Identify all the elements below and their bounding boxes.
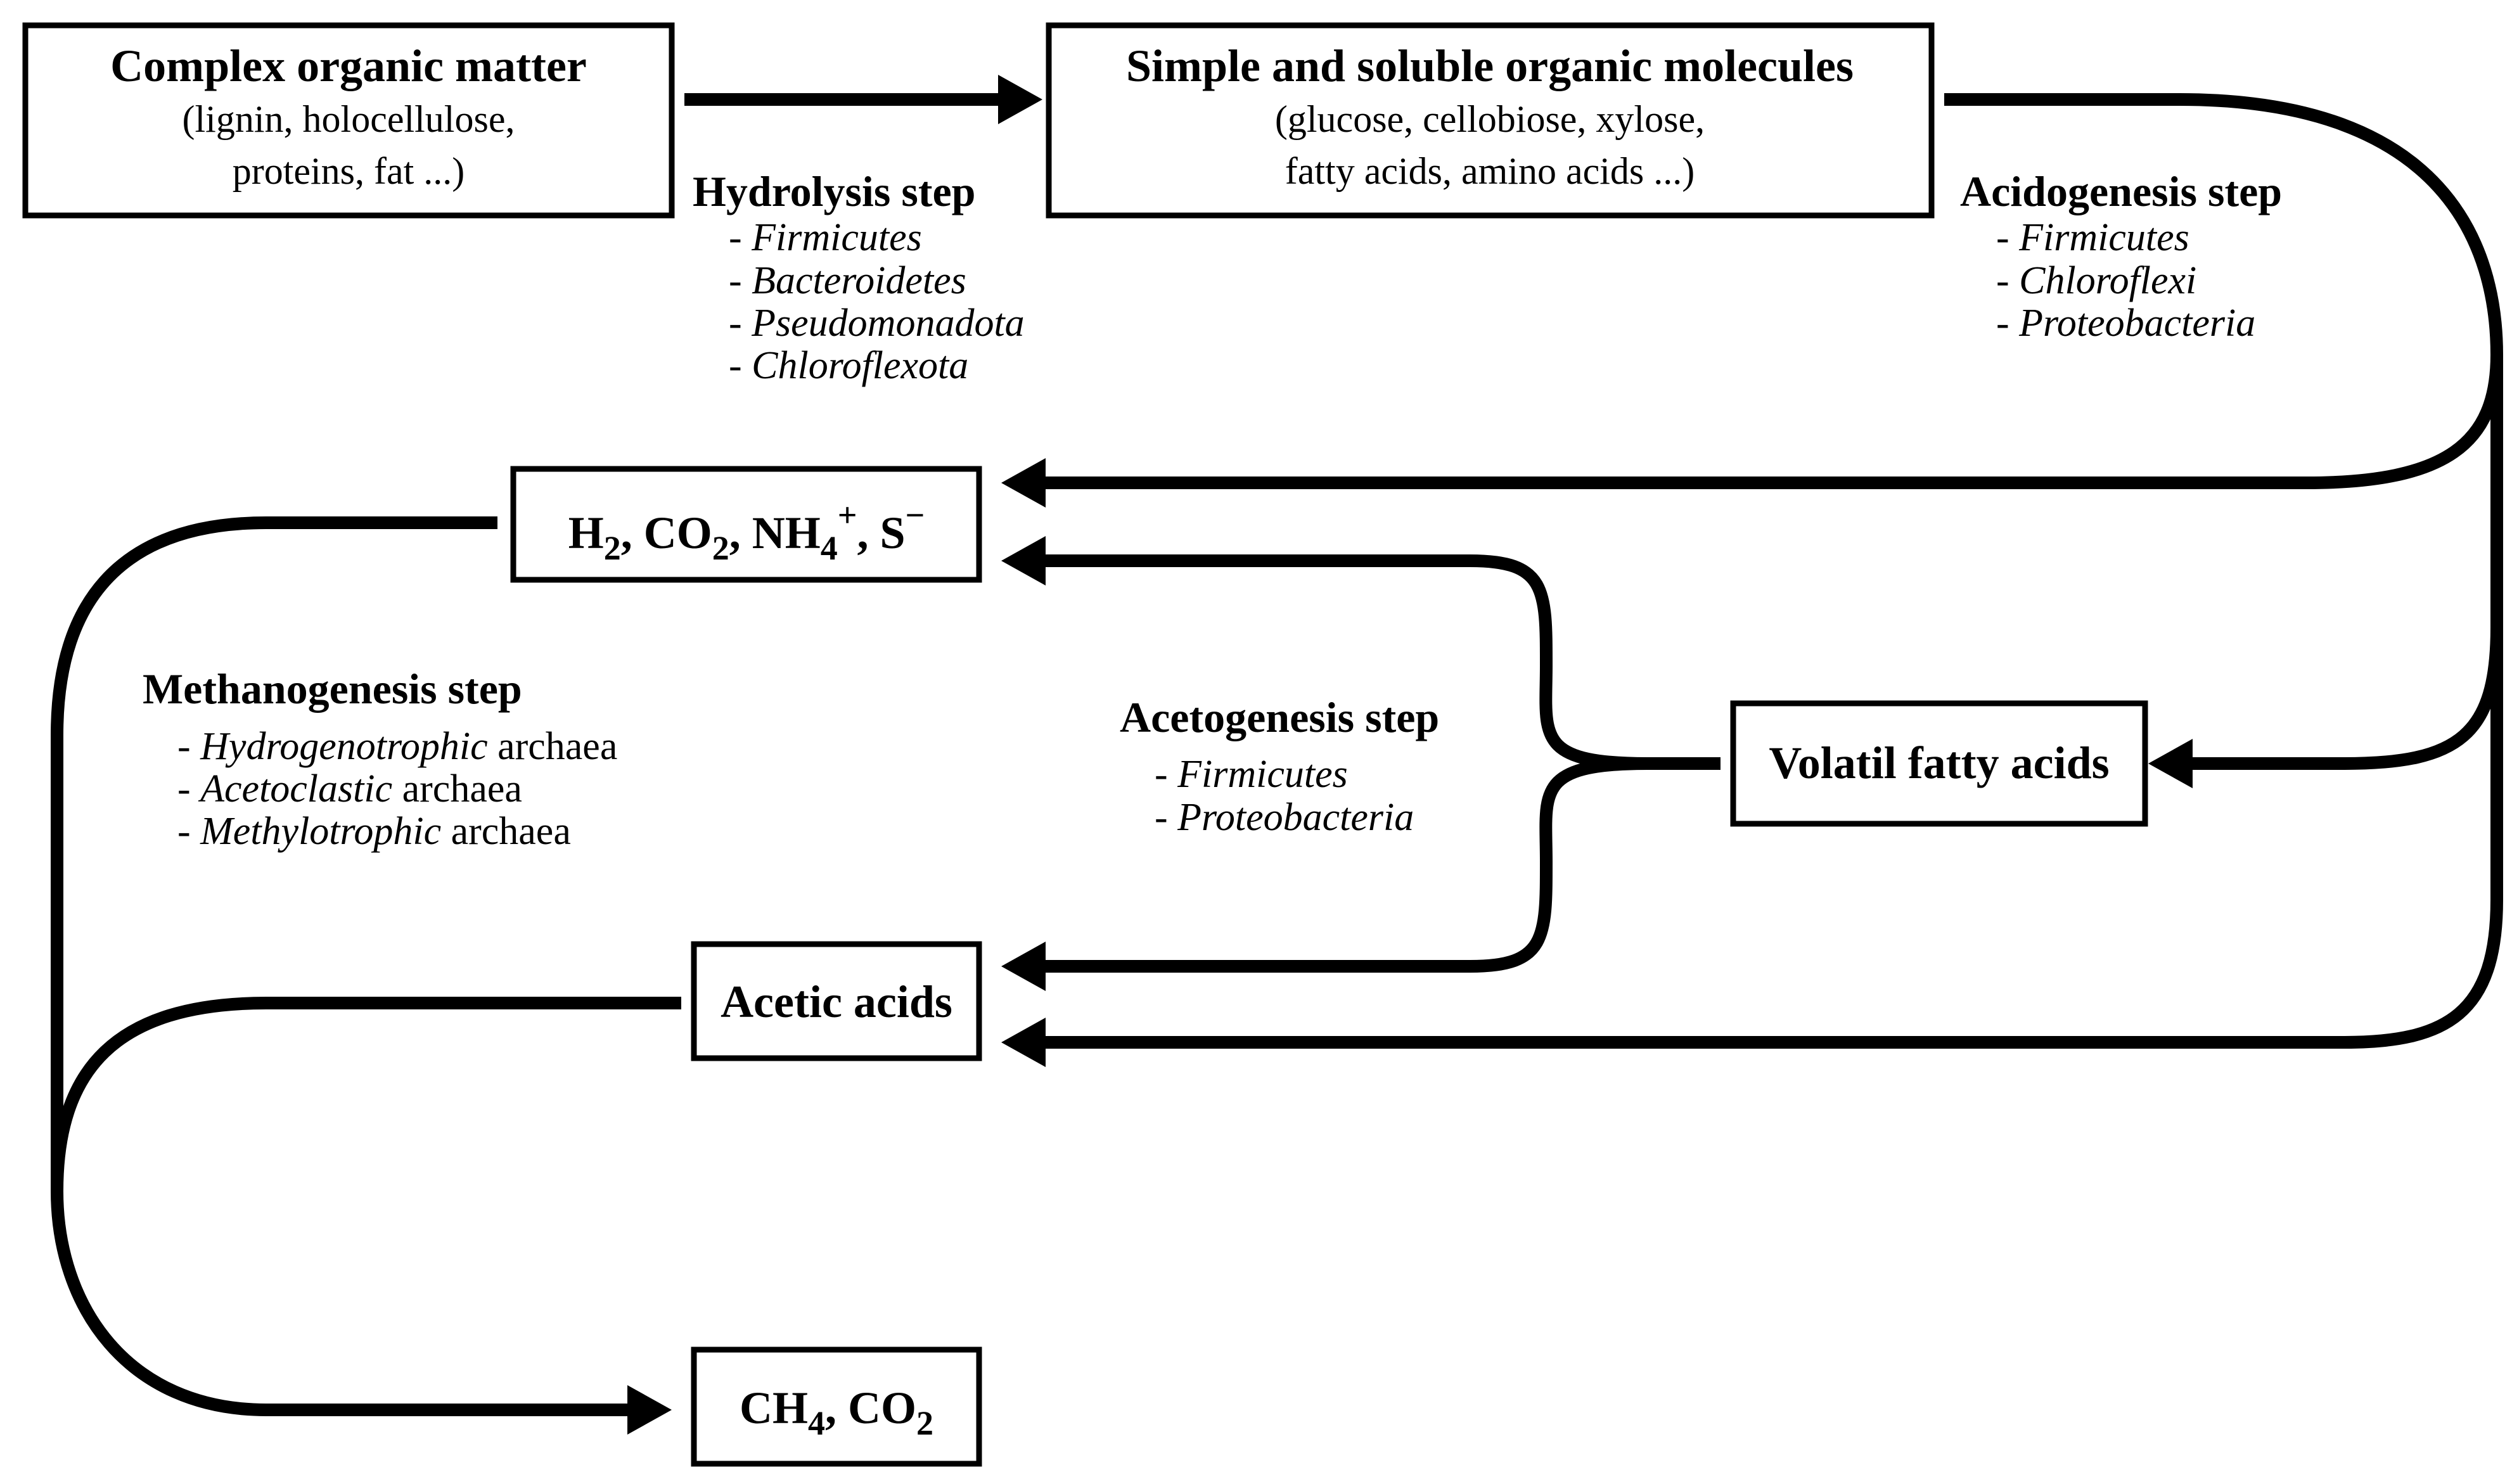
gases-label: H2, CO2, NH4+, S−: [568, 496, 925, 567]
methanogenesis-step-label: Methanogenesis step - Hydrogenotrophic a…: [143, 665, 617, 853]
simple-box-line1: (glucose, cellobiose, xylose,: [1275, 98, 1705, 140]
vfa-label: Volatil fatty acids: [1769, 738, 2109, 788]
hydrolysis-arrow: [684, 75, 1042, 124]
acidogenesis-to-gases-arrow: [1046, 354, 2503, 489]
arrow-head-acetic-from-acidogenesis: [1001, 1018, 1046, 1067]
methane-co2-box: CH4, CO2: [691, 1346, 982, 1467]
methane-label: CH4, CO2: [740, 1383, 933, 1442]
acetogenesis-to-acetic-line: [1046, 757, 1648, 973]
acetic-acids-box: Acetic acids: [691, 941, 982, 1061]
arrow-head-vfa: [2148, 739, 2193, 788]
methanogenesis-from-gases-line: [51, 516, 627, 1416]
acidogenesis-organism: - Chloroflexi: [1996, 259, 2196, 302]
acidogenesis-to-vfa-arrow: [2193, 627, 2503, 770]
complex-box-line1: (lignin, holocellulose,: [183, 98, 515, 140]
methanogenesis-organism: - Methylotrophic archaea: [177, 810, 571, 853]
acetogenesis-title: Acetogenesis step: [1120, 693, 1439, 741]
hydrolysis-organism: - Bacteroidetes: [729, 259, 966, 302]
acidogenesis-organism: - Firmicutes: [1996, 216, 2189, 259]
acetogenesis-organism: - Firmicutes: [1155, 753, 1348, 796]
methanogenesis-from-acetic-line: [51, 997, 681, 1192]
simple-box-title: Simple and soluble organic molecules: [1126, 41, 1854, 91]
methanogenesis-organism: - Hydrogenotrophic archaea: [177, 725, 617, 768]
hydrolysis-step-label: Hydrolysis step - Firmicutes - Bacteroid…: [693, 167, 1025, 387]
gases-box: H2, CO2, NH4+, S−: [510, 466, 982, 583]
acetogenesis-organism: - Proteobacteria: [1155, 796, 1414, 839]
acidogenesis-trunk: [1046, 93, 2503, 1049]
acetic-label: Acetic acids: [721, 976, 952, 1027]
acetogenesis-split-line: [1046, 554, 1721, 770]
hydrolysis-title: Hydrolysis step: [693, 167, 975, 215]
hydrolysis-organism: - Firmicutes: [729, 216, 922, 259]
complex-box-line2: proteins, fat ...): [233, 150, 465, 192]
hydrolysis-organism: - Pseudomonadota: [729, 302, 1025, 345]
hydrolysis-organism: - Chloroflexota: [729, 344, 968, 387]
acidogenesis-organism: - Proteobacteria: [1996, 302, 2255, 345]
acidogenesis-step-label: Acidogenesis step - Firmicutes - Chlorof…: [1960, 167, 2282, 345]
complex-box-title: Complex organic matter: [110, 41, 587, 91]
volatile-fatty-acids-box: Volatil fatty acids: [1730, 700, 2148, 827]
methanogenesis-title: Methanogenesis step: [143, 665, 522, 713]
methanogenesis-organism: - Acetoclastic archaea: [177, 767, 522, 810]
arrow-head-acetic-from-acetogenesis: [1001, 942, 1046, 991]
acidogenesis-title: Acidogenesis step: [1960, 167, 2282, 215]
arrow-head-gases-from-acetogenesis: [1001, 536, 1046, 585]
complex-organic-matter-box: Complex organic matter (lignin, holocell…: [22, 22, 675, 219]
arrow-head-methane: [627, 1385, 672, 1435]
simple-box-line2: fatty acids, amino acids ...): [1285, 150, 1695, 192]
arrow-head-gases-from-acidogenesis: [1001, 458, 1046, 508]
acetogenesis-step-label: Acetogenesis step - Firmicutes - Proteob…: [1120, 693, 1439, 839]
simple-organic-molecules-box: Simple and soluble organic molecules (gl…: [1046, 22, 1935, 219]
